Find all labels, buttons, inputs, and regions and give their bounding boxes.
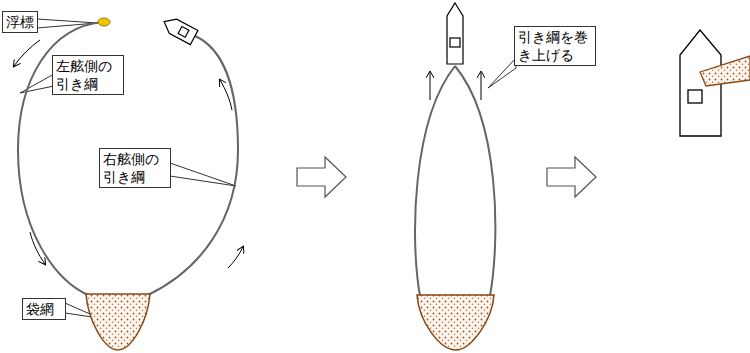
callout-box: 引き綱を巻き上げる <box>514 26 596 66</box>
callout-text: 左舷側の引き綱 <box>56 57 120 93</box>
bag-net <box>700 56 750 86</box>
callout-text: 引き綱を巻き上げる <box>518 28 592 64</box>
callout-box: 袋網 <box>22 298 66 320</box>
callout-box: 浮標 <box>2 11 38 33</box>
haul-arrows <box>430 72 481 100</box>
bag-net <box>417 295 494 350</box>
boat <box>160 14 198 44</box>
tow-ropes <box>415 66 495 296</box>
callout-text: 浮標 <box>6 13 34 31</box>
callout-box: 右舷側の引き綱 <box>99 148 171 188</box>
callout-tails <box>20 19 516 318</box>
step-arrow <box>547 157 596 197</box>
buoy <box>98 18 110 26</box>
bag-net <box>86 294 150 350</box>
boat <box>447 3 463 64</box>
callout-box: 左舷側の引き綱 <box>52 55 124 95</box>
step-arrow <box>297 157 346 197</box>
callout-text: 右舷側の引き綱 <box>103 150 167 186</box>
tow-ropes <box>18 22 238 295</box>
direction-arrows <box>14 40 243 268</box>
callout-text: 袋網 <box>26 300 62 318</box>
